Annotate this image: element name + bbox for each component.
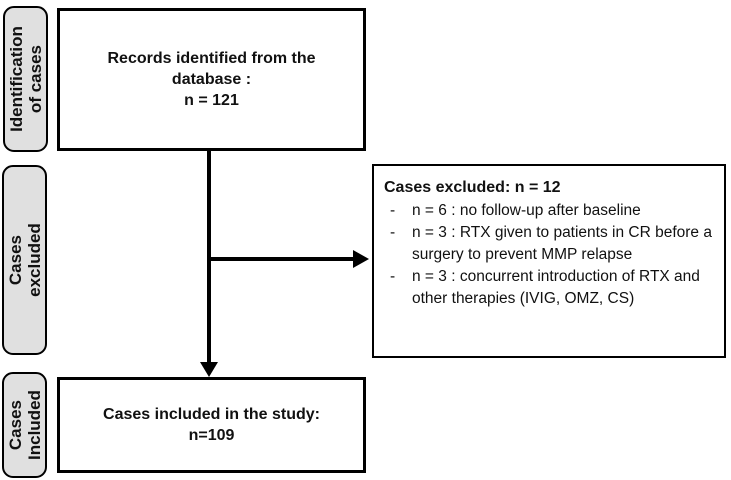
excluded-item-text: n = 3 : concurrent introduction of RTX a…	[412, 268, 700, 307]
records-identified-text: Records identified from the database : n…	[107, 50, 316, 109]
cases-included-box: Cases included in the study: n=109	[57, 377, 366, 473]
stage-label-identification-text: Identification of cases	[6, 26, 45, 132]
excluded-item: - n = 6 : no follow-up after baseline	[384, 200, 716, 222]
excluded-item: - n = 3 : RTX given to patients in CR be…	[384, 222, 716, 266]
excluded-item-text: n = 6 : no follow-up after baseline	[412, 202, 641, 219]
stage-label-excluded-text: Cases excluded	[5, 223, 44, 297]
bullet-dash: -	[390, 268, 396, 285]
stage-label-included: Cases Included	[2, 372, 47, 478]
right-arrow	[207, 250, 369, 268]
bullet-dash: -	[390, 202, 396, 219]
stage-label-excluded: Cases excluded	[2, 165, 47, 355]
excluded-item: - n = 3 : concurrent introduction of RTX…	[384, 266, 716, 310]
bullet-dash: -	[390, 224, 396, 241]
cases-included-text: Cases included in the study: n=109	[103, 406, 320, 444]
stage-label-included-text: Cases Included	[5, 390, 44, 460]
stage-label-identification: Identification of cases	[3, 6, 48, 152]
records-identified-box: Records identified from the database : n…	[57, 8, 366, 151]
cases-excluded-title: Cases excluded: n = 12	[384, 179, 561, 196]
excluded-item-text: n = 3 : RTX given to patients in CR befo…	[412, 224, 712, 263]
cases-excluded-box: Cases excluded: n = 12 - n = 6 : no foll…	[372, 164, 726, 358]
down-arrow	[200, 150, 218, 377]
